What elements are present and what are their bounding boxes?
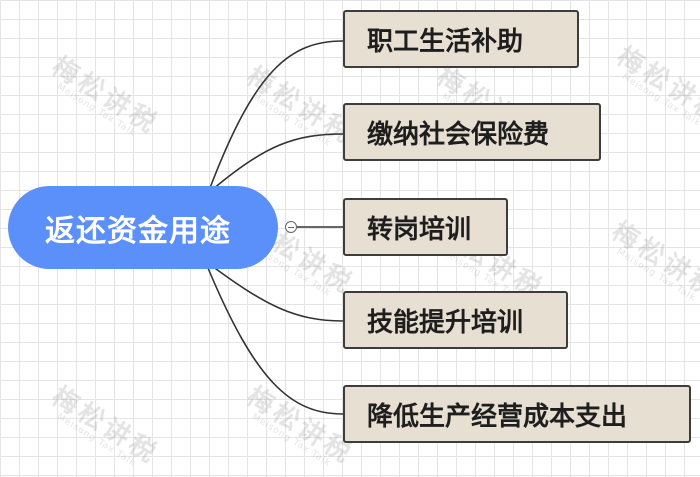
branch-node-job-transfer-training[interactable]: 转岗培训 (343, 198, 508, 256)
branch-node-label: 转岗培训 (367, 214, 472, 245)
branch-node-worker-living-subsidy[interactable]: 职工生活补助 (343, 10, 579, 68)
connector-line (211, 265, 344, 322)
branch-node-social-insurance[interactable]: 缴纳社会保险费 (343, 103, 601, 161)
connector-line (207, 267, 344, 415)
root-node-label: 返还资金用途 (45, 213, 231, 249)
branch-node-label: 降低生产经营成本支出 (367, 401, 628, 432)
branch-node-skill-upgrade-training[interactable]: 技能提升培训 (343, 291, 568, 349)
branch-node-label: 缴纳社会保险费 (367, 119, 550, 150)
collapse-toggle-icon[interactable] (285, 221, 297, 233)
branch-node-reduce-operating-costs[interactable]: 降低生产经营成本支出 (343, 385, 691, 443)
root-node[interactable]: 返还资金用途 (8, 186, 278, 269)
branch-node-label: 职工生活补助 (367, 26, 524, 57)
connector-line (211, 133, 344, 191)
connector-line (209, 40, 344, 189)
connector-lines (207, 40, 344, 415)
branch-node-label: 技能提升培训 (367, 307, 524, 338)
